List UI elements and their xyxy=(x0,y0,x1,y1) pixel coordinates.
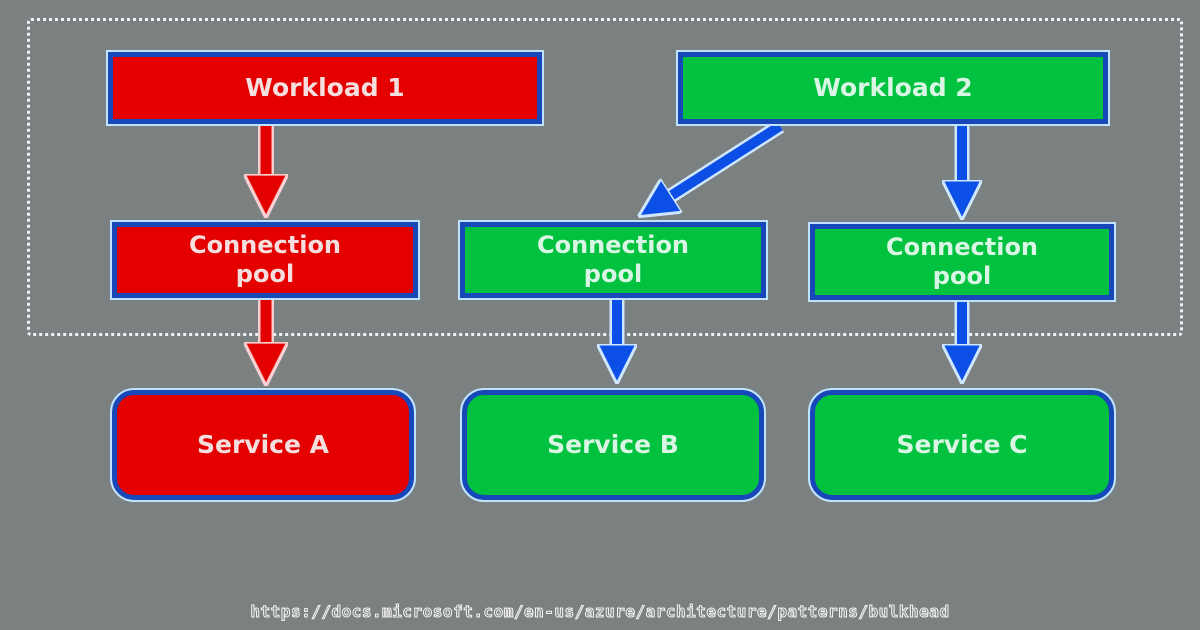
service-a-label: Service A xyxy=(197,430,329,459)
workload-2-box: Workload 2 xyxy=(676,50,1110,126)
connection-pool-1-box: Connection pool xyxy=(110,220,420,300)
connection-pool-3-box: Connection pool xyxy=(808,222,1116,302)
connection-pool-1-label: Connection pool xyxy=(188,231,342,288)
workload-1-label: Workload 1 xyxy=(245,73,405,102)
workload-1-box: Workload 1 xyxy=(106,50,544,126)
source-url: https://docs.microsoft.com/en-us/azure/a… xyxy=(250,602,950,622)
service-c-label: Service C xyxy=(896,430,1028,459)
connection-pool-2-box: Connection pool xyxy=(458,220,768,300)
service-b-box: Service B xyxy=(460,388,766,502)
connection-pool-3-label: Connection pool xyxy=(885,233,1039,290)
connection-pool-2-label: Connection pool xyxy=(536,231,690,288)
workload-2-label: Workload 2 xyxy=(813,73,973,102)
service-b-label: Service B xyxy=(547,430,679,459)
application-boundary xyxy=(27,18,1183,336)
service-c-box: Service C xyxy=(808,388,1116,502)
arrow-workload2-to-pool2 xyxy=(655,119,785,206)
service-a-box: Service A xyxy=(110,388,416,502)
